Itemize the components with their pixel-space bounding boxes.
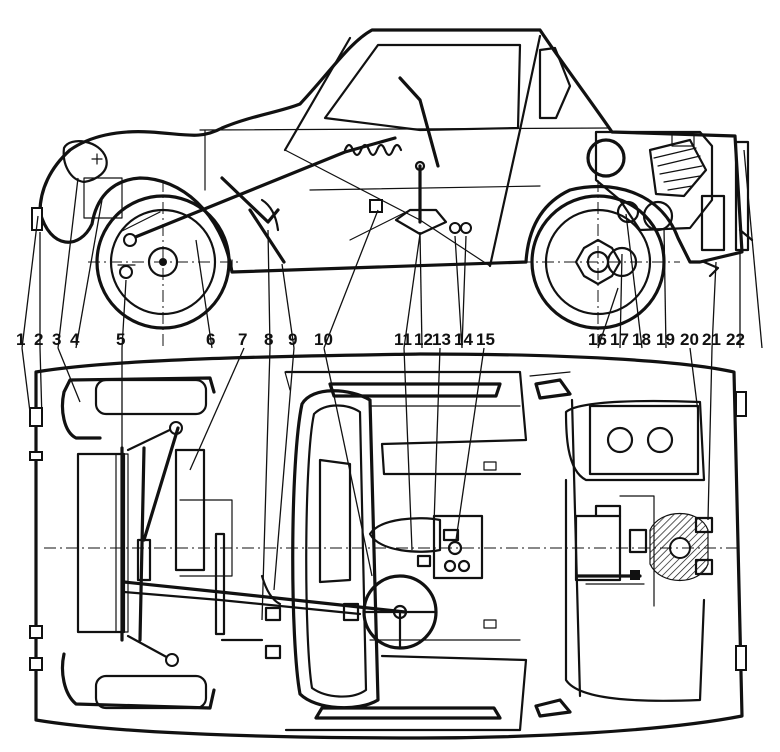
headlight [62, 140, 108, 184]
side-door-frame [283, 34, 542, 268]
label-4: 4 [70, 330, 80, 349]
label-18: 18 [632, 330, 651, 349]
seat-side [394, 208, 448, 236]
rear-bumper-left [735, 391, 747, 417]
front-wheel [88, 180, 240, 350]
front-left-wheel-top [60, 376, 216, 440]
console [432, 514, 484, 580]
label-14: 14 [454, 330, 473, 349]
side-body-outline [38, 28, 744, 274]
label-3: 3 [52, 330, 61, 349]
steering-shaft-top [122, 580, 407, 614]
front-frame [76, 452, 126, 634]
label-19: 19 [656, 330, 675, 349]
label-22: 22 [726, 330, 745, 349]
steering-wheel-side [398, 76, 440, 168]
side-window-rear [538, 46, 572, 120]
rear-right-wheel-top [534, 698, 572, 718]
label-7: 7 [238, 330, 247, 349]
rear-bumper-right [735, 645, 747, 671]
label-20: 20 [680, 330, 699, 349]
seat-top [368, 517, 442, 553]
top-view [29, 352, 747, 740]
engine [586, 130, 750, 252]
label-12: 12 [414, 330, 433, 349]
label-16: 16 [588, 330, 607, 349]
front-right-wheel-top [60, 652, 216, 710]
label-1: 1 [16, 330, 25, 349]
side-window [323, 43, 522, 132]
front-bumper-left [29, 407, 43, 427]
label-6: 6 [206, 330, 215, 349]
label-5: 5 [116, 330, 125, 349]
radiator [83, 177, 123, 219]
label-9: 9 [288, 330, 297, 349]
steering-column [126, 136, 397, 242]
label-17: 17 [610, 330, 629, 349]
engine-top [574, 495, 714, 607]
front-bumper-right [29, 625, 43, 639]
rear-left-wheel-top [534, 378, 572, 400]
label-13: 13 [432, 330, 451, 349]
label-10: 10 [314, 330, 333, 349]
callout-numbers: 1 2 3 4 5 6 7 8 9 10 11 12 13 14 15 16 1… [16, 330, 745, 349]
front-box [174, 448, 206, 572]
top-body-outline [34, 352, 744, 740]
leader-lines [21, 149, 763, 621]
side-view [31, 28, 754, 350]
steering-spring [343, 143, 403, 157]
label-15: 15 [476, 330, 495, 349]
steering-wheel-top [362, 574, 438, 650]
windshield-frame [291, 389, 380, 710]
label-11: 11 [394, 330, 412, 349]
label-8: 8 [264, 330, 273, 349]
label-2: 2 [34, 330, 43, 349]
label-21: 21 [702, 330, 721, 349]
